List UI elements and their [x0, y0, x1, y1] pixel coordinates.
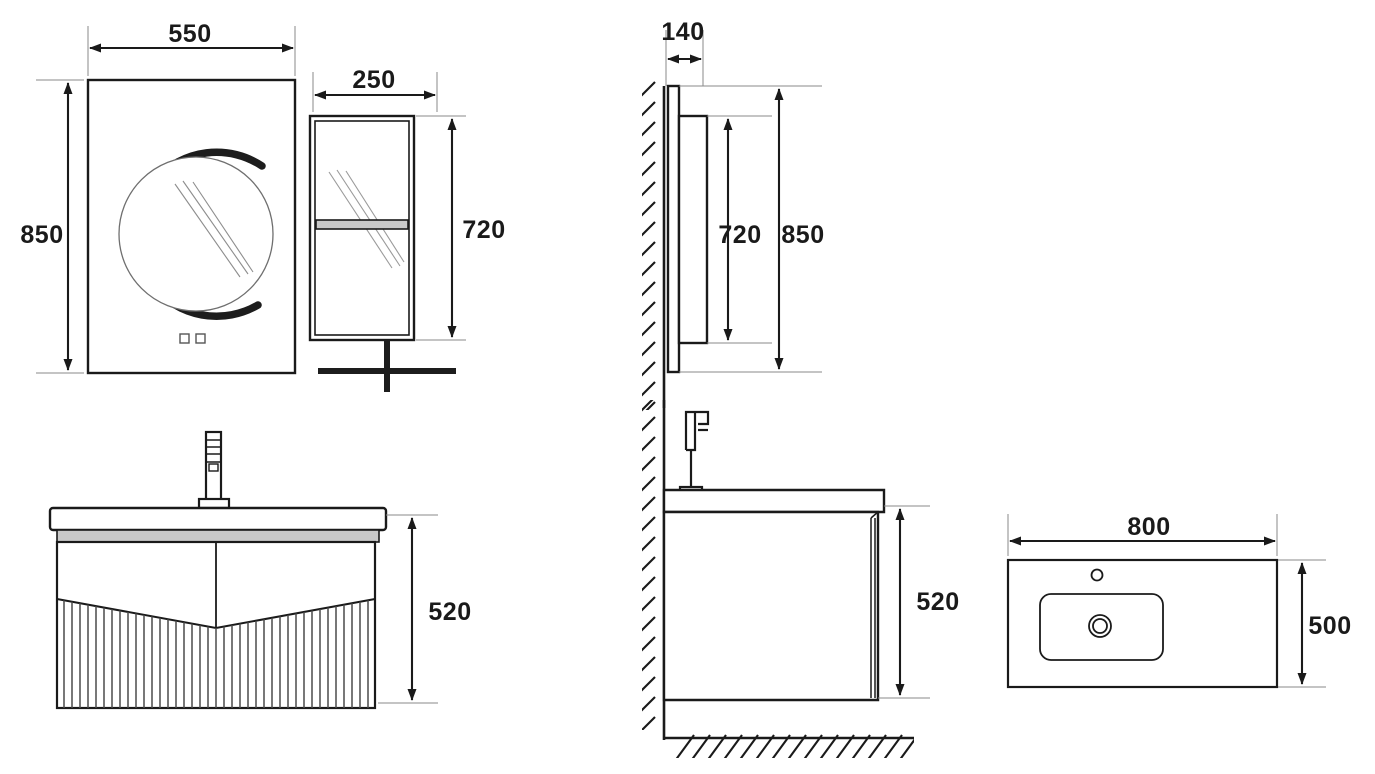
mounting-bracket — [318, 340, 456, 392]
mirror-profile-outer — [666, 84, 681, 374]
vanity-side-countertop — [662, 488, 886, 514]
dim-label-vanity-height-side: 520 — [916, 588, 959, 616]
faucet-base — [197, 497, 231, 510]
side-cabinet-extension-lines — [312, 72, 466, 341]
mirror-depth-extension-lines — [665, 30, 704, 86]
side-cabinet-shelf — [315, 219, 409, 230]
wall-hatch-upper — [642, 81, 656, 410]
mirror-glass-circle — [118, 156, 274, 312]
basin-extension-lines — [1007, 514, 1326, 688]
dim-label-basin-depth: 500 — [1308, 612, 1351, 640]
floor-hatch — [675, 734, 914, 758]
touch-buttons[interactable] — [179, 333, 206, 344]
view-basin-top-plan — [1006, 514, 1326, 689]
faucet-lever — [208, 463, 219, 472]
vanity-countertop — [48, 506, 388, 532]
dim-label-mirror-width: 550 — [168, 20, 211, 48]
cabinet-profile-inner — [677, 114, 709, 345]
touch-button-left[interactable] — [179, 333, 190, 344]
drain-inner-ring — [1092, 618, 1108, 634]
dim-label-mirror-side-inner: 720 — [718, 221, 761, 249]
view-mirror-front — [36, 26, 297, 375]
view-mirror-side-section — [642, 30, 822, 410]
mirror-reflection-streaks — [174, 180, 254, 278]
dim-label-mirror-height: 850 — [20, 221, 63, 249]
tap-hole — [1090, 568, 1104, 582]
vanity-side-drawer-edge — [870, 511, 879, 698]
dim-label-mirror-depth: 140 — [661, 18, 704, 46]
vanity-side-extension-lines — [878, 505, 930, 699]
view-side-cabinet-front — [308, 72, 466, 392]
mirror-side-extension-lines — [679, 85, 822, 373]
vanity-reveal-band — [56, 529, 380, 543]
dim-label-side-cabinet-height: 720 — [462, 216, 505, 244]
touch-button-right[interactable] — [195, 333, 206, 344]
dim-label-vanity-height-front: 520 — [428, 598, 471, 626]
mirror-front-dimension-lines — [63, 43, 294, 371]
mirror-front-extension-lines — [36, 26, 296, 374]
view-vanity-front — [48, 430, 438, 710]
side-cabinet-dimension-lines — [314, 90, 457, 338]
wall-hatch-lower — [642, 400, 656, 730]
dimension-labels: 550 850 250 720 140 720 850 520 520 800 … — [20, 18, 1351, 640]
dim-label-basin-width: 800 — [1127, 513, 1170, 541]
dim-label-side-cabinet-width: 250 — [352, 66, 395, 94]
faucet-detail-lines — [206, 439, 221, 463]
mirror-side-dimension-lines — [723, 88, 784, 370]
basin-dimension-lines — [1009, 536, 1307, 685]
view-vanity-side-section — [642, 400, 930, 758]
vanity-side-cabinet-body — [662, 510, 880, 702]
dim-label-mirror-side-outer: 850 — [781, 221, 824, 249]
faucet-front — [197, 430, 231, 510]
vanity-front-extension-lines — [378, 514, 438, 704]
